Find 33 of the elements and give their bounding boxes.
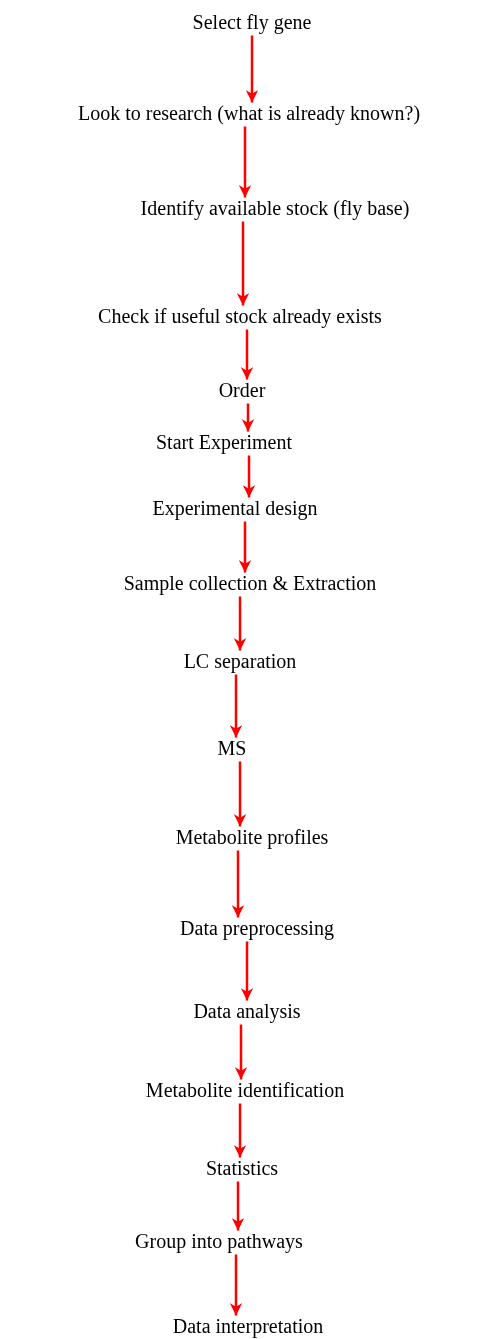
step-label: Check if useful stock already exists [98, 304, 382, 328]
step-label: Data preprocessing [180, 916, 334, 940]
arrow [229, 674, 243, 738]
arrow [238, 126, 252, 198]
arrow [238, 521, 252, 573]
step-label: Select fly gene [192, 10, 312, 34]
step-label: Sample collection & Extraction [123, 571, 377, 595]
step-label: Order [218, 378, 266, 402]
arrow [234, 1024, 248, 1080]
arrow [233, 596, 247, 651]
arrow [233, 761, 247, 827]
arrow [229, 1254, 243, 1316]
arrow [245, 35, 259, 103]
arrow [241, 403, 255, 432]
step-label: Experimental design [152, 496, 318, 520]
arrow [231, 1181, 245, 1231]
arrow [231, 850, 245, 918]
step-label: Statistics [205, 1156, 279, 1180]
arrow [236, 221, 250, 306]
step-label: Start Experiment [155, 430, 293, 454]
step-label: Group into pathways [135, 1229, 303, 1253]
arrow [240, 329, 254, 380]
step-label: Metabolite profiles [175, 825, 329, 849]
arrow [233, 1103, 247, 1158]
arrow [240, 941, 254, 1001]
step-label: Data analysis [193, 999, 301, 1023]
step-label: Metabolite identification [145, 1078, 345, 1102]
arrow [242, 455, 256, 498]
step-label: MS [217, 736, 247, 760]
step-label: Data interpretation [172, 1314, 324, 1338]
step-label: Identify available stock (fly base) [140, 196, 410, 220]
step-label: Look to research (what is already known?) [77, 101, 421, 125]
step-label: LC separation [183, 649, 297, 673]
